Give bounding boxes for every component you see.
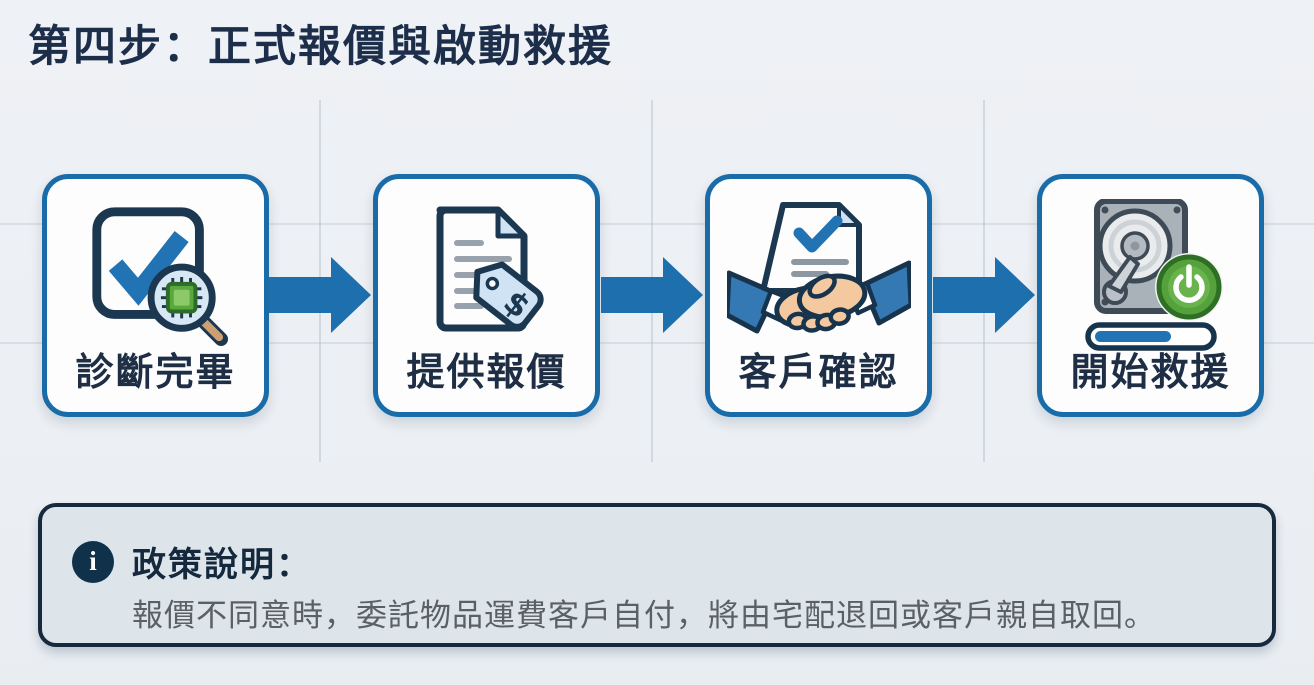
step-label: 開始救援 <box>1070 352 1231 394</box>
step-card-customer-confirmation: 客戶確認 <box>705 174 932 417</box>
policy-note-header: i 政策說明： <box>72 537 1242 586</box>
step-icon-area <box>53 195 258 354</box>
handshake-document-icon <box>726 201 911 333</box>
step-card-start-rescue: 開始救援 <box>1037 174 1264 417</box>
flow-arrow-right-icon <box>269 257 371 333</box>
step-label: 提供報價 <box>406 352 567 394</box>
step-card-diagnosis-complete: 診斷完畢 <box>42 174 269 417</box>
step-label: 診斷完畢 <box>75 352 236 394</box>
progress-bar-fill <box>1094 330 1171 342</box>
policy-note-body: 報價不同意時，委託物品運費客戶自付，將由宅配退回或客戶親自取回。 <box>132 598 1156 633</box>
page-title: 第四步：正式報價與啟動救援 <box>28 23 613 71</box>
policy-note-panel: i 政策說明： 報價不同意時，委託物品運費客戶自付，將由宅配退回或客戶親自取回。 <box>38 503 1276 647</box>
step-card-provide-quote: $ 提供報價 <box>373 174 600 417</box>
policy-note-title: 政策說明： <box>132 546 312 584</box>
hard-drive-power-progress-icon <box>1084 198 1223 351</box>
document-price-tag-icon: $ <box>436 206 544 331</box>
info-icon: i <box>72 540 114 583</box>
grid-line-horizontal <box>0 223 1314 225</box>
step-icon-area <box>1048 195 1253 354</box>
grid-line-horizontal <box>0 342 1314 344</box>
flow-arrow-right-icon <box>601 257 703 333</box>
step-icon-area <box>716 195 921 354</box>
flow-arrow-right-icon <box>933 257 1035 333</box>
step-icon-area: $ <box>384 195 589 354</box>
checkbox-magnifier-chip-icon <box>91 206 228 346</box>
step-label: 客戶確認 <box>738 352 899 394</box>
